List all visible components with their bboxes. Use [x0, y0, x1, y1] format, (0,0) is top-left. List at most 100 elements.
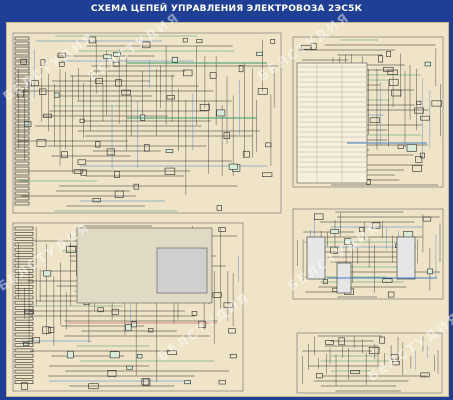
component-box: [92, 198, 101, 203]
component-box: [65, 246, 77, 253]
component-box: [14, 131, 30, 136]
component-box: [20, 58, 27, 65]
component-box: [14, 369, 34, 374]
component-box: [387, 69, 398, 75]
component-box: [79, 118, 85, 123]
component-box: [300, 44, 312, 50]
component-box: [125, 324, 132, 332]
component-box: [14, 166, 30, 171]
component-box: [415, 155, 423, 163]
component-box: [431, 100, 442, 107]
component-box: [14, 96, 30, 101]
component-box: [14, 232, 34, 236]
component-box: [21, 382, 28, 390]
component-box: [330, 229, 340, 234]
component-box: [313, 213, 324, 221]
component-box: [24, 121, 32, 127]
component-box: [103, 54, 112, 59]
component-box: [14, 337, 34, 342]
component-box: [310, 42, 317, 50]
component-box: [368, 347, 380, 355]
component-box: [166, 95, 176, 100]
component-box: [126, 365, 133, 370]
component-box: [43, 270, 52, 277]
component-box: [14, 375, 34, 379]
component-box: [12, 222, 244, 392]
component-box: [66, 350, 74, 359]
component-box: [14, 101, 30, 106]
component-box: [14, 306, 34, 310]
component-box: [427, 268, 433, 275]
component-box: [113, 52, 121, 57]
component-box: [209, 72, 217, 79]
component-box: [111, 308, 119, 315]
component-box: [14, 106, 30, 111]
component-box: [14, 121, 30, 126]
component-box: [31, 337, 40, 344]
component-box: [14, 161, 30, 166]
component-box: [54, 92, 60, 98]
component-box: [171, 56, 179, 63]
component-box: [14, 237, 34, 241]
component-box: [14, 327, 34, 332]
component-box: [12, 32, 282, 214]
component-box: [414, 107, 424, 114]
component-box: [14, 226, 34, 231]
component-box: [107, 369, 117, 377]
component-box: [350, 370, 361, 374]
component-box: [42, 326, 51, 334]
component-box: [144, 144, 150, 152]
component-box: [14, 380, 34, 385]
component-box: [14, 61, 30, 66]
component-box: [14, 263, 34, 268]
component-box: [406, 144, 417, 152]
component-box: [106, 148, 115, 156]
component-box: [403, 231, 414, 238]
component-box: [306, 236, 326, 280]
component-box: [14, 126, 30, 131]
component-box: [229, 353, 237, 359]
component-box: [97, 307, 104, 313]
component-box: [420, 372, 430, 378]
component-box: [390, 354, 399, 360]
component-box: [256, 51, 263, 56]
component-box: [397, 144, 404, 149]
component-box: [14, 51, 30, 56]
component-box: [359, 227, 365, 232]
component-box: [198, 320, 207, 328]
component-box: [218, 379, 226, 385]
component-box: [382, 278, 393, 283]
component-box: [369, 117, 380, 123]
component-box: [14, 156, 30, 161]
component-box: [183, 69, 193, 77]
component-box: [14, 269, 34, 273]
component-box: [40, 59, 46, 67]
component-box: [114, 190, 124, 198]
component-box: [14, 279, 34, 284]
component-box: [196, 38, 203, 44]
component-box: [396, 236, 416, 280]
component-box: [391, 361, 400, 366]
component-box: [14, 300, 34, 305]
component-box: [14, 66, 30, 71]
component-box: [109, 351, 120, 359]
component-box: [270, 39, 276, 44]
component-box: [292, 208, 444, 300]
component-box: [387, 291, 395, 298]
component-box: [412, 165, 422, 172]
component-box: [31, 80, 39, 87]
component-box: [14, 46, 30, 51]
component-box: [14, 242, 34, 247]
component-box: [14, 181, 30, 186]
component-box: [242, 150, 250, 158]
component-box: [422, 216, 432, 222]
component-box: [391, 89, 402, 97]
component-box: [121, 89, 131, 96]
component-box: [228, 328, 236, 334]
component-box: [14, 36, 30, 41]
component-box: [14, 316, 34, 321]
component-box: [164, 167, 176, 175]
component-box: [61, 151, 68, 159]
component-box: [419, 152, 425, 159]
